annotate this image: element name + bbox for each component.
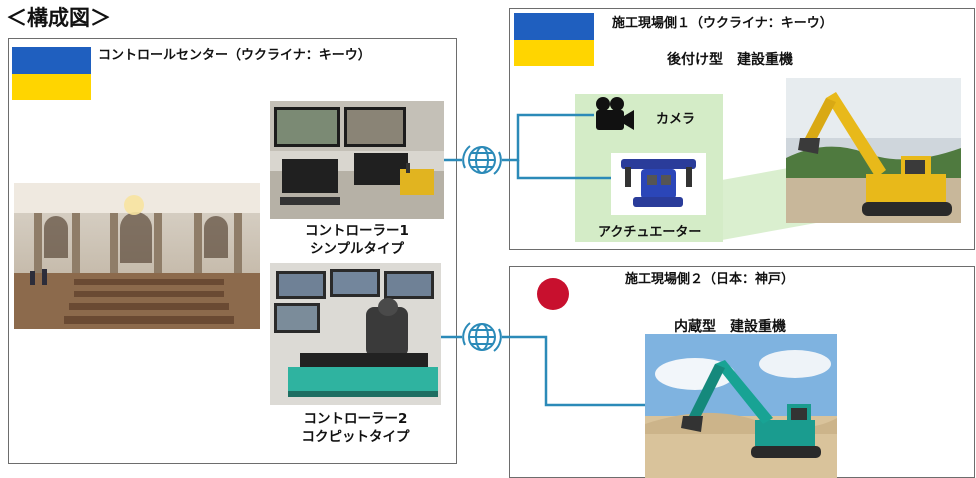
actuator-photo — [611, 153, 706, 215]
site1-title: 施工現場側１（ウクライナ：キーウ） — [612, 16, 833, 31]
controller1-label-line1: コントローラー1 — [305, 223, 409, 239]
control-center-title: コントロールセンター（ウクライナ：キーウ） — [98, 48, 371, 63]
globe-network-icon-site2 — [462, 317, 502, 357]
controller2-label: コントローラー2 コクピットタイプ — [270, 410, 441, 446]
site2-subtitle: 内蔵型 建設重機 — [674, 319, 786, 335]
ukraine-flag-control-center — [12, 47, 91, 100]
site1-excavator-photo — [786, 78, 961, 223]
control-center-hall-photo — [14, 183, 260, 329]
controller1-label: コントローラー1 シンプルタイプ — [270, 222, 444, 258]
globe-network-icon-site1 — [462, 140, 502, 180]
controller2-photo — [270, 263, 441, 405]
ukraine-flag-site1 — [514, 13, 594, 66]
video-camera-icon — [596, 97, 634, 130]
controller2-label-line1: コントローラー2 — [303, 411, 408, 427]
site2-title: 施工現場側２（日本：神戸） — [625, 272, 795, 287]
site1-subtitle: 後付け型 建設重機 — [667, 52, 793, 68]
controller1-photo — [270, 101, 444, 219]
controller1-label-line2: シンプルタイプ — [309, 241, 405, 257]
camera-label: カメラ — [656, 112, 696, 127]
controller2-label-line2: コクピットタイプ — [301, 429, 410, 445]
actuator-label: アクチュエーター — [598, 225, 702, 240]
japan-flag — [519, 271, 589, 317]
page-title: ＜構成図＞ — [6, 6, 111, 30]
site2-excavator-photo — [645, 334, 837, 478]
